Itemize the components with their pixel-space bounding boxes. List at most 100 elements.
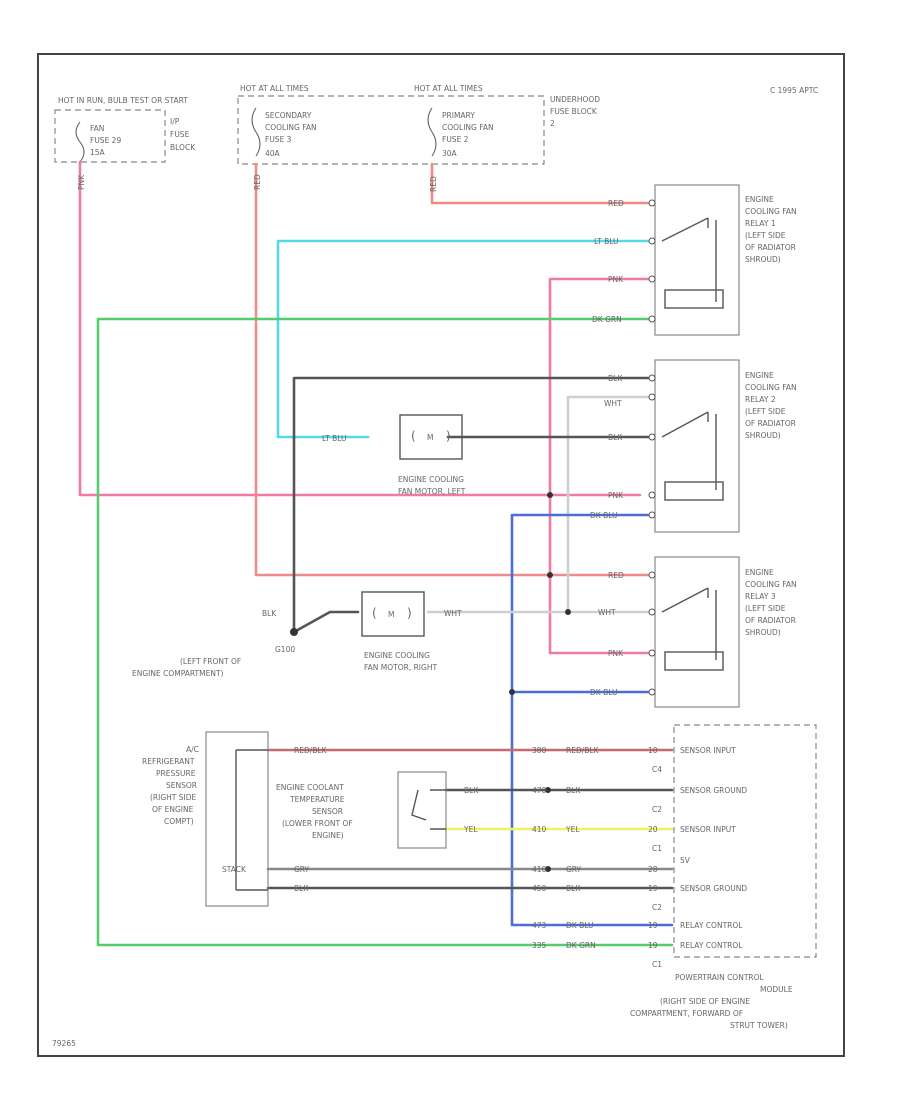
wht-wire xyxy=(566,395,650,614)
wire-label: DK BLU xyxy=(590,511,618,520)
pcm-pin: 19 xyxy=(648,884,658,893)
right-motor-label-1: ENGINE COOLING xyxy=(364,651,430,660)
secondary-fuse-label-2: COOLING FAN xyxy=(265,123,317,132)
pcm-terminal-label: 5V xyxy=(680,856,691,865)
ect-label-4: (LOWER FRONT OF xyxy=(282,819,353,828)
relay-pin xyxy=(648,199,656,207)
ac-sensor-box xyxy=(205,731,269,907)
ect-label-5: ENGINE) xyxy=(312,831,344,840)
pcm-terminal-label: SENSOR INPUT xyxy=(680,746,736,755)
primary-fuse-symbol xyxy=(427,107,437,157)
ground-label-3: ENGINE COMPARTMENT) xyxy=(132,669,224,678)
relay-pin xyxy=(648,649,656,657)
relay-3-line6: SHROUD) xyxy=(745,628,781,637)
pcm-title-1: POWERTRAIN CONTROL xyxy=(675,973,765,982)
pcm-terminal-label: SENSOR GROUND xyxy=(680,786,747,795)
secondary-fuse-label-1: SECONDARY xyxy=(265,111,312,120)
ip-fuse-block-label-3: BLOCK xyxy=(170,143,196,152)
primary-fuse-label-1: PRIMARY xyxy=(442,111,475,120)
pcm-circuit-number: 416 xyxy=(532,865,547,874)
relay-pin xyxy=(648,608,656,616)
pcm-wire-color: GRY xyxy=(566,865,582,874)
ac-sensor-symbol: STACK xyxy=(222,865,247,874)
ect-sensor-box xyxy=(397,771,447,849)
lt-blu-wire xyxy=(276,239,650,439)
relay-3-line2: COOLING FAN xyxy=(745,580,797,589)
pcm-pin: 10 xyxy=(648,746,658,755)
right-motor-symbol: M xyxy=(388,610,394,619)
left-motor-close-paren: ) xyxy=(446,429,451,443)
ac-sensor-label-7: COMPT) xyxy=(164,817,194,826)
ac-sensor-label-3: PRESSURE xyxy=(156,769,196,778)
dk-blu-wire xyxy=(510,513,674,927)
pcm-connector: C4 xyxy=(652,765,662,774)
relay-2-line2: COOLING FAN xyxy=(745,383,797,392)
wire-label: RED xyxy=(253,174,262,190)
right-motor-label-2: FAN MOTOR, RIGHT xyxy=(364,663,437,672)
pcm-terminal-label: SENSOR GROUND xyxy=(680,884,747,893)
wire-label: GRY xyxy=(294,865,310,874)
left-motor-open-paren: ( xyxy=(411,429,416,443)
pcm-circuit-number: 335 xyxy=(532,941,547,950)
hot-always-title-2: HOT AT ALL TIMES xyxy=(414,84,483,93)
fan-fuse-symbol xyxy=(75,121,85,163)
ac-sensor-label-6: OF ENGINE xyxy=(152,805,194,814)
wire-label: LT BLU xyxy=(594,237,619,246)
wire-label: BLK xyxy=(608,433,623,442)
pink-wire-relay-loop xyxy=(548,277,650,655)
relay-3-box xyxy=(654,556,740,708)
relay-2-coil xyxy=(664,481,724,501)
right-fan-motor-box xyxy=(361,591,425,637)
left-motor-label-1: ENGINE COOLING xyxy=(398,475,464,484)
pcm-connector: C2 xyxy=(652,903,662,912)
relay-pin xyxy=(648,393,656,401)
right-motor-close-paren: ) xyxy=(407,606,412,620)
splice-dot-pink-relay2 xyxy=(547,492,553,498)
fan-fuse-label: FAN xyxy=(90,124,104,133)
ground-g100-label: G100 (LEFT FRONT OF ENGINE COMPARTMENT) xyxy=(132,645,295,678)
pcm-wire-color: BLK xyxy=(566,884,581,893)
relay-pin xyxy=(648,315,656,323)
wire-label: DK BLU xyxy=(590,688,618,697)
right-motor-open-paren: ( xyxy=(372,606,377,620)
left-motor-symbol: M xyxy=(427,433,433,442)
pcm-title-4: COMPARTMENT, FORWARD OF xyxy=(630,1009,743,1018)
relay-3-line3: RELAY 3 xyxy=(745,592,776,601)
relay-pin xyxy=(648,571,656,579)
relay-1-line4: (LEFT SIDE xyxy=(745,231,786,240)
pcm-connector: C1 xyxy=(652,960,662,969)
pcm-connector: C1 xyxy=(652,844,662,853)
hot-always-title: HOT AT ALL TIMES xyxy=(240,84,309,93)
pcm-wire-color: DK BLU xyxy=(566,921,594,930)
relay-1-box xyxy=(654,184,740,336)
relay-2: ENGINE COOLING FAN RELAY 2 (LEFT SIDE OF… xyxy=(654,359,797,533)
wire-label: PNK xyxy=(77,174,86,190)
relay-1-line1: ENGINE xyxy=(745,195,774,204)
wire-labels: PNK RED RED RED LT BLU PNK DK GRN BLK WH… xyxy=(77,174,624,893)
red-wire-fuse2 xyxy=(430,162,650,205)
relay-3: ENGINE COOLING FAN RELAY 3 (LEFT SIDE OF… xyxy=(654,556,797,708)
splice-dot-red-relay3 xyxy=(547,572,553,578)
wire-label: PNK xyxy=(608,275,624,284)
splice-dot-ect-blk xyxy=(545,787,551,793)
pcm-terminal-label: RELAY CONTROL xyxy=(680,921,743,930)
relay-pin xyxy=(648,374,656,382)
wire-label: RED xyxy=(608,571,624,580)
right-fan-motor: ( M ) ENGINE COOLING FAN MOTOR, RIGHT xyxy=(361,591,437,672)
wire-label: LT BLU xyxy=(322,434,347,443)
relay-2-box xyxy=(654,359,740,533)
ac-sensor-label-1: A/C xyxy=(186,745,199,754)
wires xyxy=(78,160,674,947)
dk-grn-wire xyxy=(96,317,674,947)
pcm-wire-color: RED/BLK xyxy=(566,746,600,755)
relay-3-switch xyxy=(661,587,717,660)
ac-sensor-label-4: SENSOR xyxy=(166,781,197,790)
pcm-circuit-number: 410 xyxy=(532,825,547,834)
left-fan-motor: ( M ) ENGINE COOLING FAN MOTOR, LEFT xyxy=(398,414,466,496)
underhood-label-3: 2 xyxy=(550,119,555,128)
pcm-circuit-number: 380 xyxy=(532,746,547,755)
diagram-frame xyxy=(37,53,845,1057)
relay-1-switch xyxy=(661,217,717,302)
relay-3-line1: ENGINE xyxy=(745,568,774,577)
